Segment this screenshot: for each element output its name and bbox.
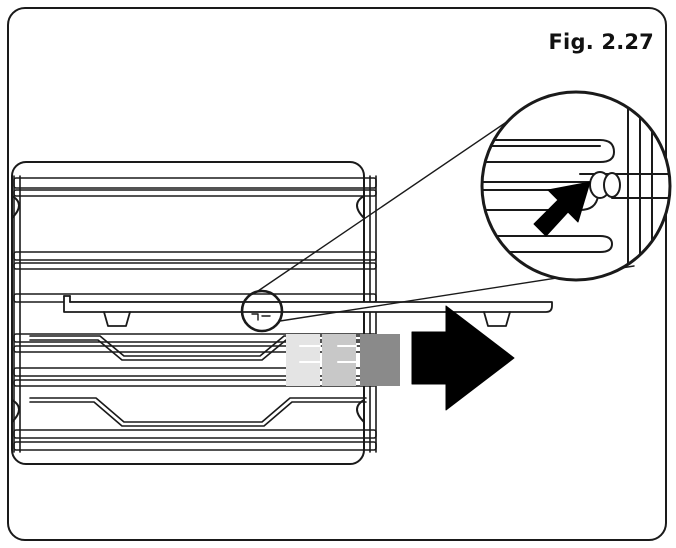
side-frames: [13, 175, 377, 453]
figure-label: Fig. 2.27: [548, 30, 654, 54]
zoom-detail-circle: [480, 90, 672, 282]
sliding-tray: [63, 295, 553, 327]
right-arrow-icon: [411, 305, 515, 411]
diagonal-arrow-icon: [533, 181, 591, 237]
detail-source-circle: [240, 289, 284, 333]
motion-stripes: [286, 334, 400, 386]
oven-cavity: [11, 161, 365, 465]
